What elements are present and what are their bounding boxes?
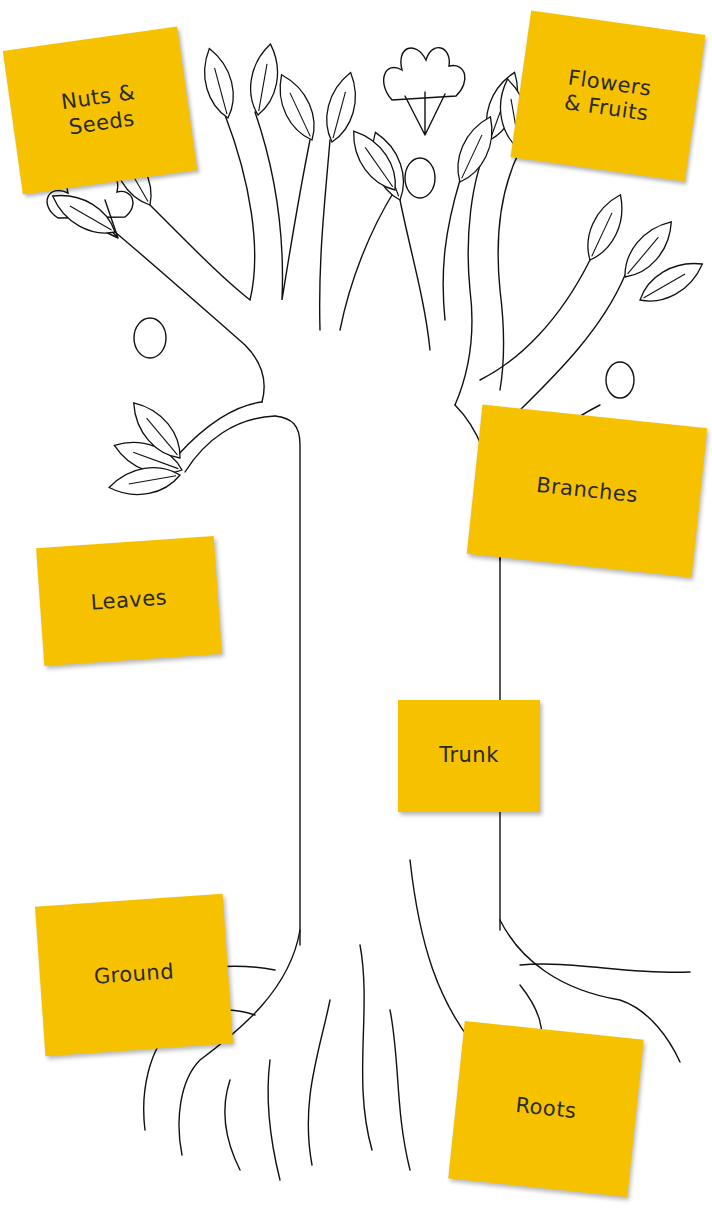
- part-label: Flowers & Fruits: [553, 64, 664, 128]
- part-label: Nuts & Seeds: [45, 78, 156, 142]
- part-label: Trunk: [439, 743, 499, 768]
- sticky-note: Branches: [467, 405, 707, 578]
- part-label: Ground: [93, 960, 175, 991]
- part-label: Roots: [514, 1093, 577, 1124]
- sticky-note: Trunk: [398, 700, 540, 812]
- sticky-note: Leaves: [36, 536, 222, 666]
- sticky-note: Flowers & Fruits: [511, 10, 706, 181]
- sticky-note: Nuts & Seeds: [3, 26, 197, 194]
- sticky-note: Ground: [35, 894, 233, 1057]
- part-label: Leaves: [90, 586, 168, 616]
- sticky-note: Roots: [448, 1021, 644, 1197]
- part-label: Branches: [535, 473, 639, 509]
